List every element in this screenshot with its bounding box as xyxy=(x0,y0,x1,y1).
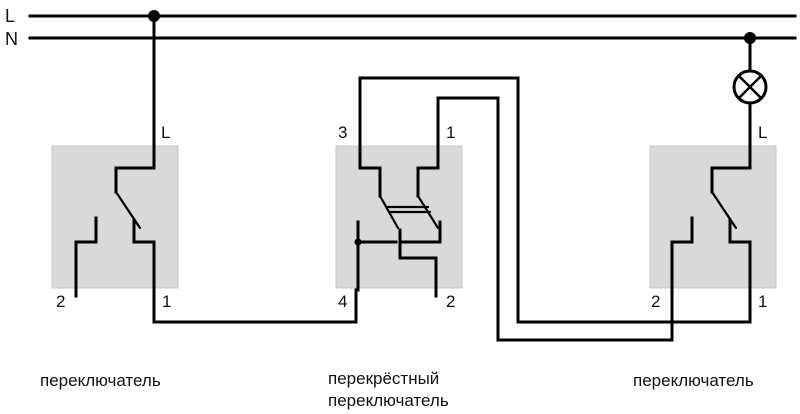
left-switch-contact-2 xyxy=(74,216,98,298)
middle-switch-right-path xyxy=(416,144,440,198)
middle-switch-term-1: 1 xyxy=(446,123,455,142)
middle-switch-junction-dot xyxy=(354,238,362,246)
right-switch-contact-1 xyxy=(728,218,752,298)
caption-middle-switch-line2: переключатель xyxy=(328,391,449,410)
left-switch-contact-1 xyxy=(132,218,156,298)
left-switch-term-1: 1 xyxy=(162,292,171,311)
middle-switch-lower-mid xyxy=(398,228,438,292)
bus-label-N: N xyxy=(5,29,18,49)
right-switch-contact-2 xyxy=(670,216,694,298)
wire-left1-to-middle4 xyxy=(152,288,358,324)
caption-left-switch: переключатель xyxy=(40,371,161,390)
switch-middle-body xyxy=(335,145,463,289)
right-switch-term-L: L xyxy=(758,123,767,142)
middle-switch-lower-right xyxy=(398,220,442,244)
left-switch-blade xyxy=(114,190,142,230)
left-switch-common xyxy=(114,144,156,194)
right-switch-term-1: 1 xyxy=(758,292,767,311)
middle-switch-term-4: 4 xyxy=(338,292,347,311)
middle-switch-term-2: 2 xyxy=(446,292,455,311)
right-switch-blade xyxy=(710,190,738,230)
wire-middle1-to-right2 xyxy=(436,96,674,342)
caption-middle-switch-line1: перекрёстный xyxy=(328,369,439,388)
wire-middle3-to-right1 xyxy=(358,76,752,324)
right-switch-common xyxy=(710,144,752,194)
middle-switch-term-3: 3 xyxy=(338,123,347,142)
bus-label-L: L xyxy=(5,6,15,26)
middle-switch-left-path xyxy=(358,144,382,198)
left-switch-term-L: L xyxy=(161,123,170,142)
lamp-icon xyxy=(732,69,768,105)
caption-right-switch: переключатель xyxy=(633,371,754,390)
right-switch-term-2: 2 xyxy=(651,292,660,311)
left-switch-term-2: 2 xyxy=(56,292,65,311)
